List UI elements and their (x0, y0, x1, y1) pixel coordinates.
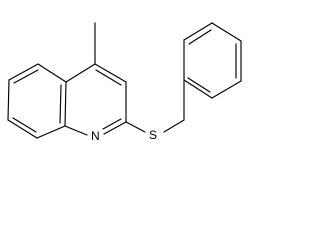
bond-c6-c5 (8, 63, 39, 81)
bond-c5-c4a (37, 63, 67, 83)
phenyl-bond-6 (183, 79, 213, 99)
double-bond-c6-c5 (13, 69, 39, 84)
bond-n1-c8a (64, 125, 88, 136)
double-bond-c8-c7 (12, 117, 37, 133)
bond-c8a-c8 (36, 125, 66, 139)
bond-c2-n1 (103, 121, 127, 135)
double-bond-c2-n1 (102, 118, 122, 130)
double-bond-c4-c3 (95, 69, 122, 86)
sulfur-atom-label: S (149, 128, 157, 142)
bond-c4-c3 (94, 63, 127, 83)
bond-c4a-c8a (64, 81, 67, 127)
bond-c7-c6 (7, 79, 10, 121)
bond-c2-s (125, 121, 146, 133)
quinoline-pyridine-ring (64, 63, 127, 136)
nitrogen-atom-label: N (91, 129, 100, 143)
phenyl-ring (183, 22, 242, 99)
phenyl-double-bond-1 (188, 29, 212, 45)
phenyl-bond-3 (211, 22, 242, 42)
phenyl-double-bond-3 (187, 77, 211, 93)
bond-s-ch2 (163, 119, 185, 133)
molecule-structure: N S (7, 22, 242, 143)
thioether-linkage (125, 79, 185, 133)
bond-c8-c7 (7, 119, 38, 139)
phenyl-bond-5 (211, 80, 242, 99)
double-bond-c4a-c8a (59, 84, 62, 124)
bond-c4a-c4 (65, 63, 96, 83)
phenyl-bond-2 (183, 22, 213, 41)
quinoline-benzo-ring (7, 63, 67, 139)
